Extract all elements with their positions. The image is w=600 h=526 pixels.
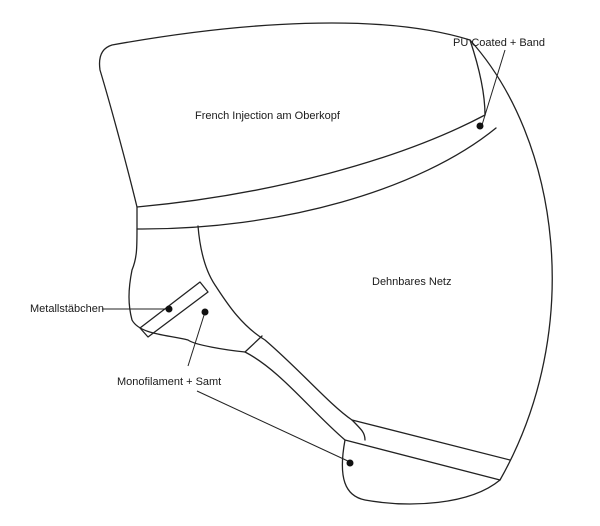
metal-stay-outline — [139, 281, 209, 338]
mono-marker-dot — [201, 308, 209, 316]
stays-marker-dot — [165, 305, 173, 313]
stays-label: Metallstäbchen — [30, 303, 104, 315]
mesh-front-boundary — [197, 225, 366, 441]
top-panel-outline — [98, 22, 486, 208]
nape-leader-line — [196, 390, 351, 463]
pu-band-lower-edge — [136, 127, 497, 230]
outer-cap-outline — [128, 39, 553, 505]
top-region-label: French Injection am Oberkopf — [195, 110, 340, 122]
band-marker-dot — [476, 122, 484, 130]
mono-leader-line — [187, 311, 206, 367]
band-label: PU Coated + Band — [453, 37, 546, 49]
nape-band-lower — [344, 439, 501, 481]
band-leader-line — [481, 49, 506, 126]
mesh-label: Dehnbares Netz — [372, 276, 452, 288]
nape-marker-dot — [346, 459, 354, 467]
mono-zone-edge — [244, 335, 263, 353]
nape-band-upper — [351, 419, 511, 461]
mono-label: Monofilament + Samt — [117, 376, 222, 388]
